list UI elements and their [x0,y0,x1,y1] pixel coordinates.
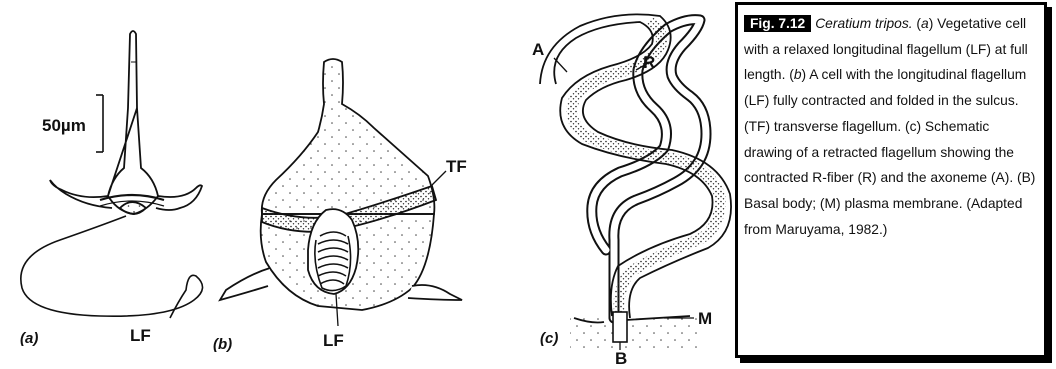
panel-b: TF LF (b) [213,59,467,353]
caption-letter-b: b [794,67,802,82]
panel-a: 50µm LF (a) [20,31,203,347]
r-label: R [643,53,655,72]
longitudinal-flagellum-relaxed [21,216,203,318]
cytoplasm-area [570,318,700,352]
scale-label: 50µm [42,116,86,135]
scale-bar [96,95,103,152]
caption-text-1: ( [913,16,921,31]
a-leader-line [554,58,567,72]
caption-text-3: ) A cell with the longitudinal flagellum… [744,67,1035,236]
lf-label-a: LF [130,326,151,345]
lf-label-b: LF [323,331,344,350]
panel-c: A R M B (c) [532,14,731,368]
a-label: A [532,40,544,59]
tf-leader-line [432,171,446,185]
panel-label-c: (c) [540,330,558,347]
caption-letter-a: a [921,16,929,31]
ceratium-cell-contracted [220,59,462,310]
figure-number: Fig. 7.12 [744,15,811,32]
basal-body [613,312,627,342]
panel-label-a: (a) [20,330,38,347]
species-name: Ceratium tripos. [815,16,912,31]
m-label: M [698,309,712,328]
tf-label: TF [446,157,467,176]
b-label: B [615,349,627,368]
panel-label-b: (b) [213,336,232,353]
